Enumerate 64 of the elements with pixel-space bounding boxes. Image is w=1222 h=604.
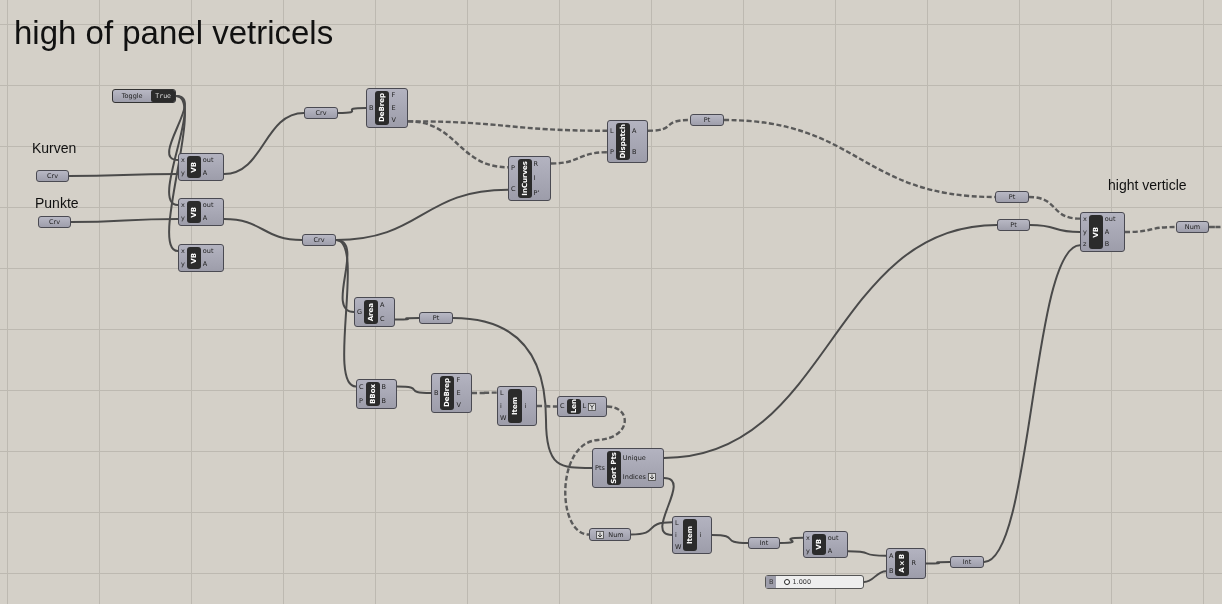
parameter-block (589, 528, 631, 541)
number-slider (765, 575, 864, 589)
data-tree-wire (564, 405, 626, 536)
component-block (178, 244, 224, 272)
data-tree-wire (1028, 195, 1081, 220)
wire (847, 550, 887, 557)
title: high of panel vetricels (14, 14, 334, 52)
wire (337, 107, 367, 114)
data-tree-wire (472, 391, 497, 395)
component-block (497, 386, 537, 426)
parameter-block (38, 216, 71, 228)
wire (661, 477, 675, 536)
group-label: Kurven (32, 140, 77, 156)
component-block (1080, 212, 1125, 252)
component-block (431, 373, 472, 413)
wire (396, 385, 432, 394)
wire (394, 317, 420, 321)
component-block (607, 120, 648, 163)
data-tree-wire (550, 151, 608, 165)
wire (1029, 224, 1081, 233)
data-tree-wire (647, 118, 691, 132)
wire (630, 521, 673, 536)
parameter-block (997, 219, 1030, 231)
wire (68, 173, 179, 177)
parameter-block (419, 312, 453, 324)
data-tree-wire (537, 404, 557, 408)
component-block (356, 379, 397, 409)
parameter-block (1176, 221, 1209, 233)
component-block (557, 396, 607, 417)
wire (452, 317, 593, 469)
component-block (803, 531, 848, 558)
parameter-block (690, 114, 724, 126)
wire (863, 570, 887, 583)
data-tree-wire (1209, 225, 1222, 229)
wire (168, 95, 186, 252)
group-label: Punkte (35, 195, 79, 211)
wire (70, 218, 179, 223)
wire (335, 239, 357, 388)
parameter-block (950, 556, 984, 568)
data-tree-wire (1125, 225, 1176, 234)
parameter-block (36, 170, 69, 182)
parameter-block (748, 537, 780, 549)
group-label: hight verticle (1108, 177, 1187, 193)
wire (168, 95, 186, 161)
component-block (508, 156, 551, 201)
wire (223, 218, 303, 241)
component-block (366, 88, 408, 128)
wire (925, 561, 951, 565)
component-block (672, 516, 712, 554)
component-block (178, 198, 224, 226)
wire (711, 534, 749, 544)
wire (983, 244, 1081, 563)
data-tree-wire (723, 118, 996, 199)
component-block (886, 548, 926, 579)
wire (779, 536, 804, 544)
component-block (178, 153, 224, 181)
component-block (592, 448, 664, 488)
wire (663, 224, 998, 459)
parameter-block (304, 107, 338, 119)
boolean-toggle (112, 89, 176, 103)
component-block (354, 297, 395, 327)
wire (223, 112, 305, 175)
parameter-block (995, 191, 1029, 203)
parameter-block (302, 234, 336, 246)
